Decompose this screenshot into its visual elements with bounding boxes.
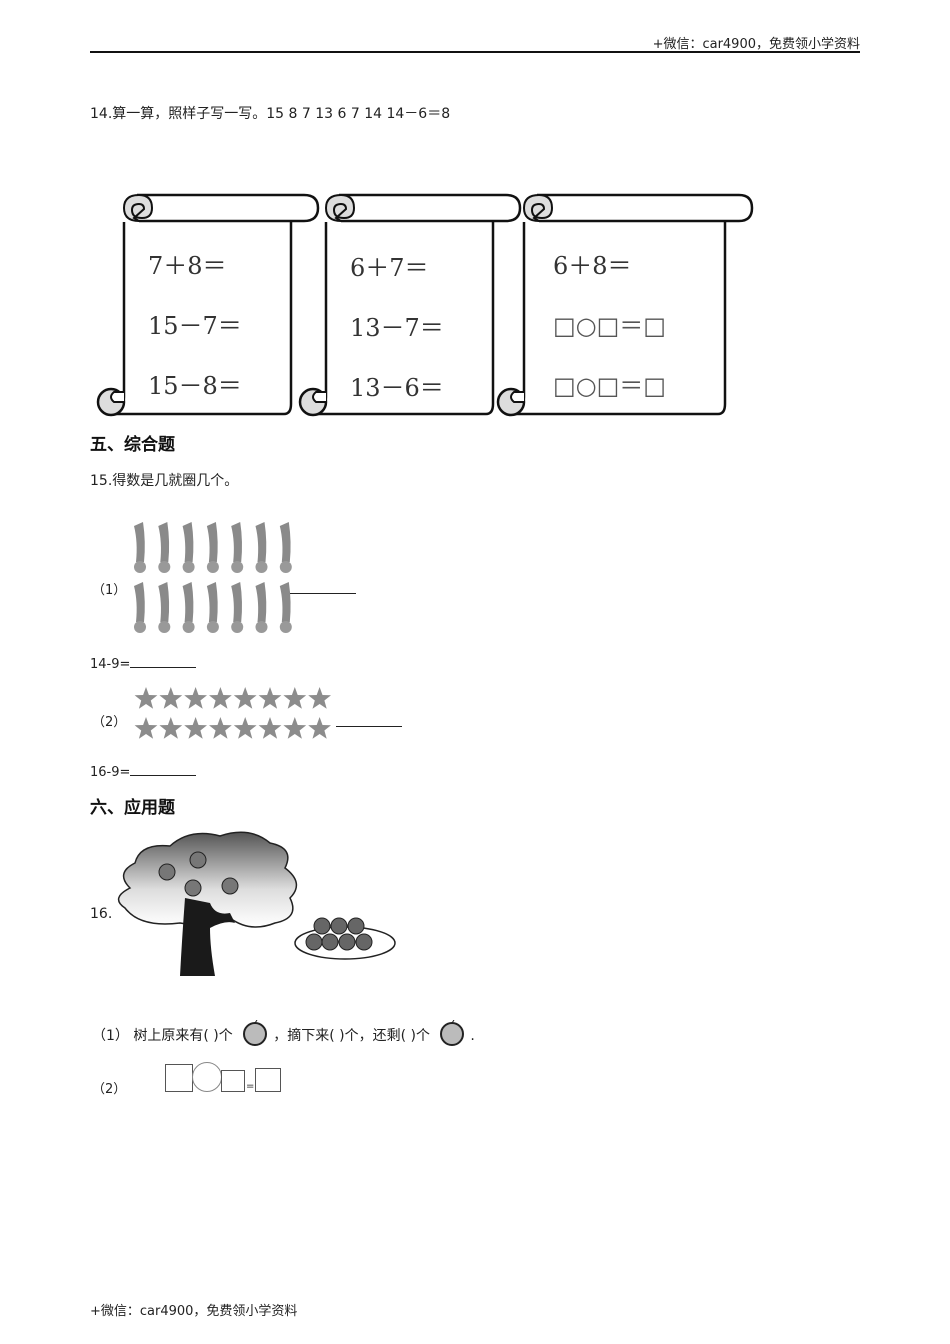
equation-16-9-blank[interactable]: [130, 775, 197, 776]
star-icon[interactable]: [283, 717, 307, 739]
q16-part1-seg2: ，摘下来( )个，还剩( )个: [273, 1028, 430, 1044]
scroll-card-3: [494, 192, 756, 418]
star-icon[interactable]: [258, 687, 282, 709]
answer-box-2[interactable]: [221, 1070, 245, 1092]
scroll-frame-1: [96, 193, 320, 417]
scroll1-line2: 15－7＝: [148, 312, 242, 340]
scroll-card-2: [296, 192, 524, 418]
star-icon[interactable]: [233, 717, 257, 739]
scroll-frame-2: [298, 193, 522, 417]
star-icon[interactable]: [308, 687, 331, 709]
star-icon[interactable]: [258, 717, 282, 739]
popsicle-icon[interactable]: [231, 582, 244, 633]
apple-icon: [440, 1020, 465, 1046]
equation-16-9-text: 16-9=: [90, 765, 131, 780]
section-6-title: 六、应用题: [90, 798, 175, 818]
scroll2-line1: 6＋7＝: [350, 254, 429, 282]
popsicle-icon[interactable]: [182, 582, 195, 633]
star-grid: [134, 687, 331, 739]
header-divider: [90, 51, 860, 53]
answer-line-1[interactable]: [290, 593, 356, 594]
popsicle-icon[interactable]: [206, 582, 219, 633]
star-group: [133, 685, 333, 743]
popsicle-icon[interactable]: [279, 522, 292, 573]
star-icon[interactable]: [159, 687, 183, 709]
q16-part1-label: （1）: [92, 1028, 129, 1044]
scroll1-line1: 7＋8＝: [148, 252, 227, 280]
footer-watermark: +微信：car4900，免费领小学资料: [90, 1304, 298, 1319]
answer-box-1[interactable]: [165, 1064, 193, 1092]
popsicle-icon[interactable]: [206, 522, 219, 573]
scroll1-line3: 15－8＝: [148, 372, 242, 400]
equation-14-9: 14-9=: [90, 657, 197, 672]
operator-circle[interactable]: [192, 1062, 222, 1092]
answer-box-3[interactable]: [255, 1068, 282, 1092]
scroll3-line1: 6＋8＝: [553, 252, 632, 280]
q16-part1-seg3: .: [470, 1028, 475, 1044]
header-watermark: +微信：car4900，免费领小学资料: [652, 37, 860, 52]
part-1-label: （1）: [92, 583, 127, 598]
star-icon[interactable]: [283, 687, 307, 709]
question-16-number: 16.: [90, 906, 113, 922]
equation-16-9: 16-9=: [90, 765, 197, 780]
popsicle-icon[interactable]: [134, 522, 146, 573]
popsicle-icon[interactable]: [279, 582, 292, 633]
question-15-text: 15.得数是几就圈几个。: [90, 473, 239, 489]
q16-part2-label: （2）: [92, 1082, 127, 1097]
scroll-card-1: [94, 192, 322, 418]
scroll2-line2: 13－7＝: [350, 314, 444, 342]
popsicle-group: [128, 522, 298, 638]
equals-sign: =: [246, 1081, 255, 1092]
star-icon[interactable]: [184, 717, 207, 739]
tree-and-plate-icon: [117, 831, 396, 976]
equation-shapes: =: [165, 1062, 282, 1092]
popsicle-icon[interactable]: [134, 582, 146, 633]
question-16-part-1: （1） 树上原来有( )个 ，摘下来( )个，还剩( )个 .: [92, 1020, 475, 1046]
popsicle-icon[interactable]: [231, 522, 244, 573]
scroll3-line2: □○□＝□: [553, 312, 666, 340]
answer-line-2[interactable]: [336, 726, 402, 727]
star-icon[interactable]: [209, 717, 232, 739]
star-icon[interactable]: [184, 687, 207, 709]
popsicle-icon[interactable]: [158, 522, 171, 573]
popsicle-icon[interactable]: [255, 522, 268, 573]
q16-part1-seg1: 树上原来有( )个: [133, 1028, 233, 1044]
part-2-label: （2）: [92, 715, 127, 730]
star-icon[interactable]: [308, 717, 331, 739]
scroll-frame-3: [496, 193, 754, 417]
star-icon[interactable]: [233, 687, 257, 709]
popsicle-grid: [134, 522, 292, 633]
star-icon[interactable]: [209, 687, 232, 709]
popsicle-icon[interactable]: [158, 582, 171, 633]
scroll3-line3: □○□＝□: [553, 372, 666, 400]
popsicle-icon[interactable]: [255, 582, 268, 633]
star-icon[interactable]: [134, 717, 158, 739]
scroll2-line3: 13－6＝: [350, 374, 444, 402]
section-5-title: 五、综合题: [90, 435, 175, 455]
apple-icon: [243, 1020, 268, 1046]
question-14-text: 14.算一算，照样子写一写。15 8 7 13 6 7 14 14－6＝8: [90, 106, 451, 122]
equation-14-9-blank[interactable]: [130, 667, 197, 668]
star-icon[interactable]: [159, 717, 183, 739]
apple-tree-illustration: [110, 828, 410, 987]
popsicle-icon[interactable]: [182, 522, 195, 573]
equation-14-9-text: 14-9=: [90, 657, 131, 672]
star-icon[interactable]: [134, 687, 158, 709]
